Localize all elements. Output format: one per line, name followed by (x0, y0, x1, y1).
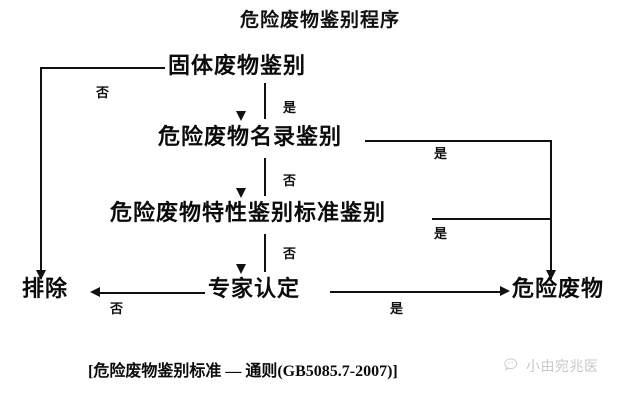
arrowhead-expert-to-hazardous-waste-icon (500, 286, 510, 296)
arrowhead-solid-waste-to-catalog-icon (236, 111, 246, 121)
source-caption: [危险废物鉴别标准 — 通则(GB5085.7-2007)] (88, 363, 398, 380)
edge-catalog-to-characteristic (264, 158, 266, 196)
node-exclude: 排除 (22, 276, 69, 302)
branch-label-no-solid-waste: 否 (96, 86, 110, 101)
branch-label-yes-catalog: 是 (434, 147, 448, 162)
edge-solid-waste-to-catalog (264, 83, 266, 119)
arrowhead-catalog-to-characteristic-icon (236, 188, 246, 198)
edge-solid-waste-to-left (40, 67, 165, 69)
edge-expert-to-hazardous-waste (330, 291, 505, 293)
branch-label-yes-solid-waste: 是 (283, 101, 297, 116)
edge-characteristic-to-expert (264, 234, 266, 272)
watermark: 小由宛兆医 (504, 356, 599, 376)
watermark-text: 小由宛兆医 (526, 359, 599, 375)
edge-catalog-to-right (365, 140, 552, 142)
branch-label-no-characteristic: 否 (283, 247, 297, 262)
edge-expert-to-exclude (95, 292, 205, 294)
edge-left-vertical-to-exclude (40, 67, 42, 279)
edge-characteristic-to-right (432, 218, 552, 220)
arrowhead-right-down-icon (546, 270, 556, 280)
arrowhead-characteristic-to-expert-icon (236, 264, 246, 274)
arrowhead-expert-to-exclude-icon (90, 287, 100, 297)
page-title: 危险废物鉴别程序 (239, 9, 400, 31)
arrowhead-left-down-icon (36, 270, 46, 280)
wechat-icon (504, 358, 518, 371)
node-hazardous-waste: 危险废物 (512, 276, 605, 302)
node-expert: 专家认定 (208, 276, 301, 302)
branch-label-no-catalog: 否 (283, 174, 297, 189)
branch-label-yes-expert: 是 (390, 302, 404, 317)
node-characteristic: 危险废物特性鉴别标准鉴别 (110, 200, 387, 226)
branch-label-no-expert: 否 (110, 302, 124, 317)
branch-label-yes-characteristic: 是 (434, 227, 448, 242)
node-solid-waste: 固体废物鉴别 (168, 53, 307, 79)
node-catalog: 危险废物名录鉴别 (158, 124, 343, 150)
edge-right-vertical-to-hazardous-waste (550, 140, 552, 279)
